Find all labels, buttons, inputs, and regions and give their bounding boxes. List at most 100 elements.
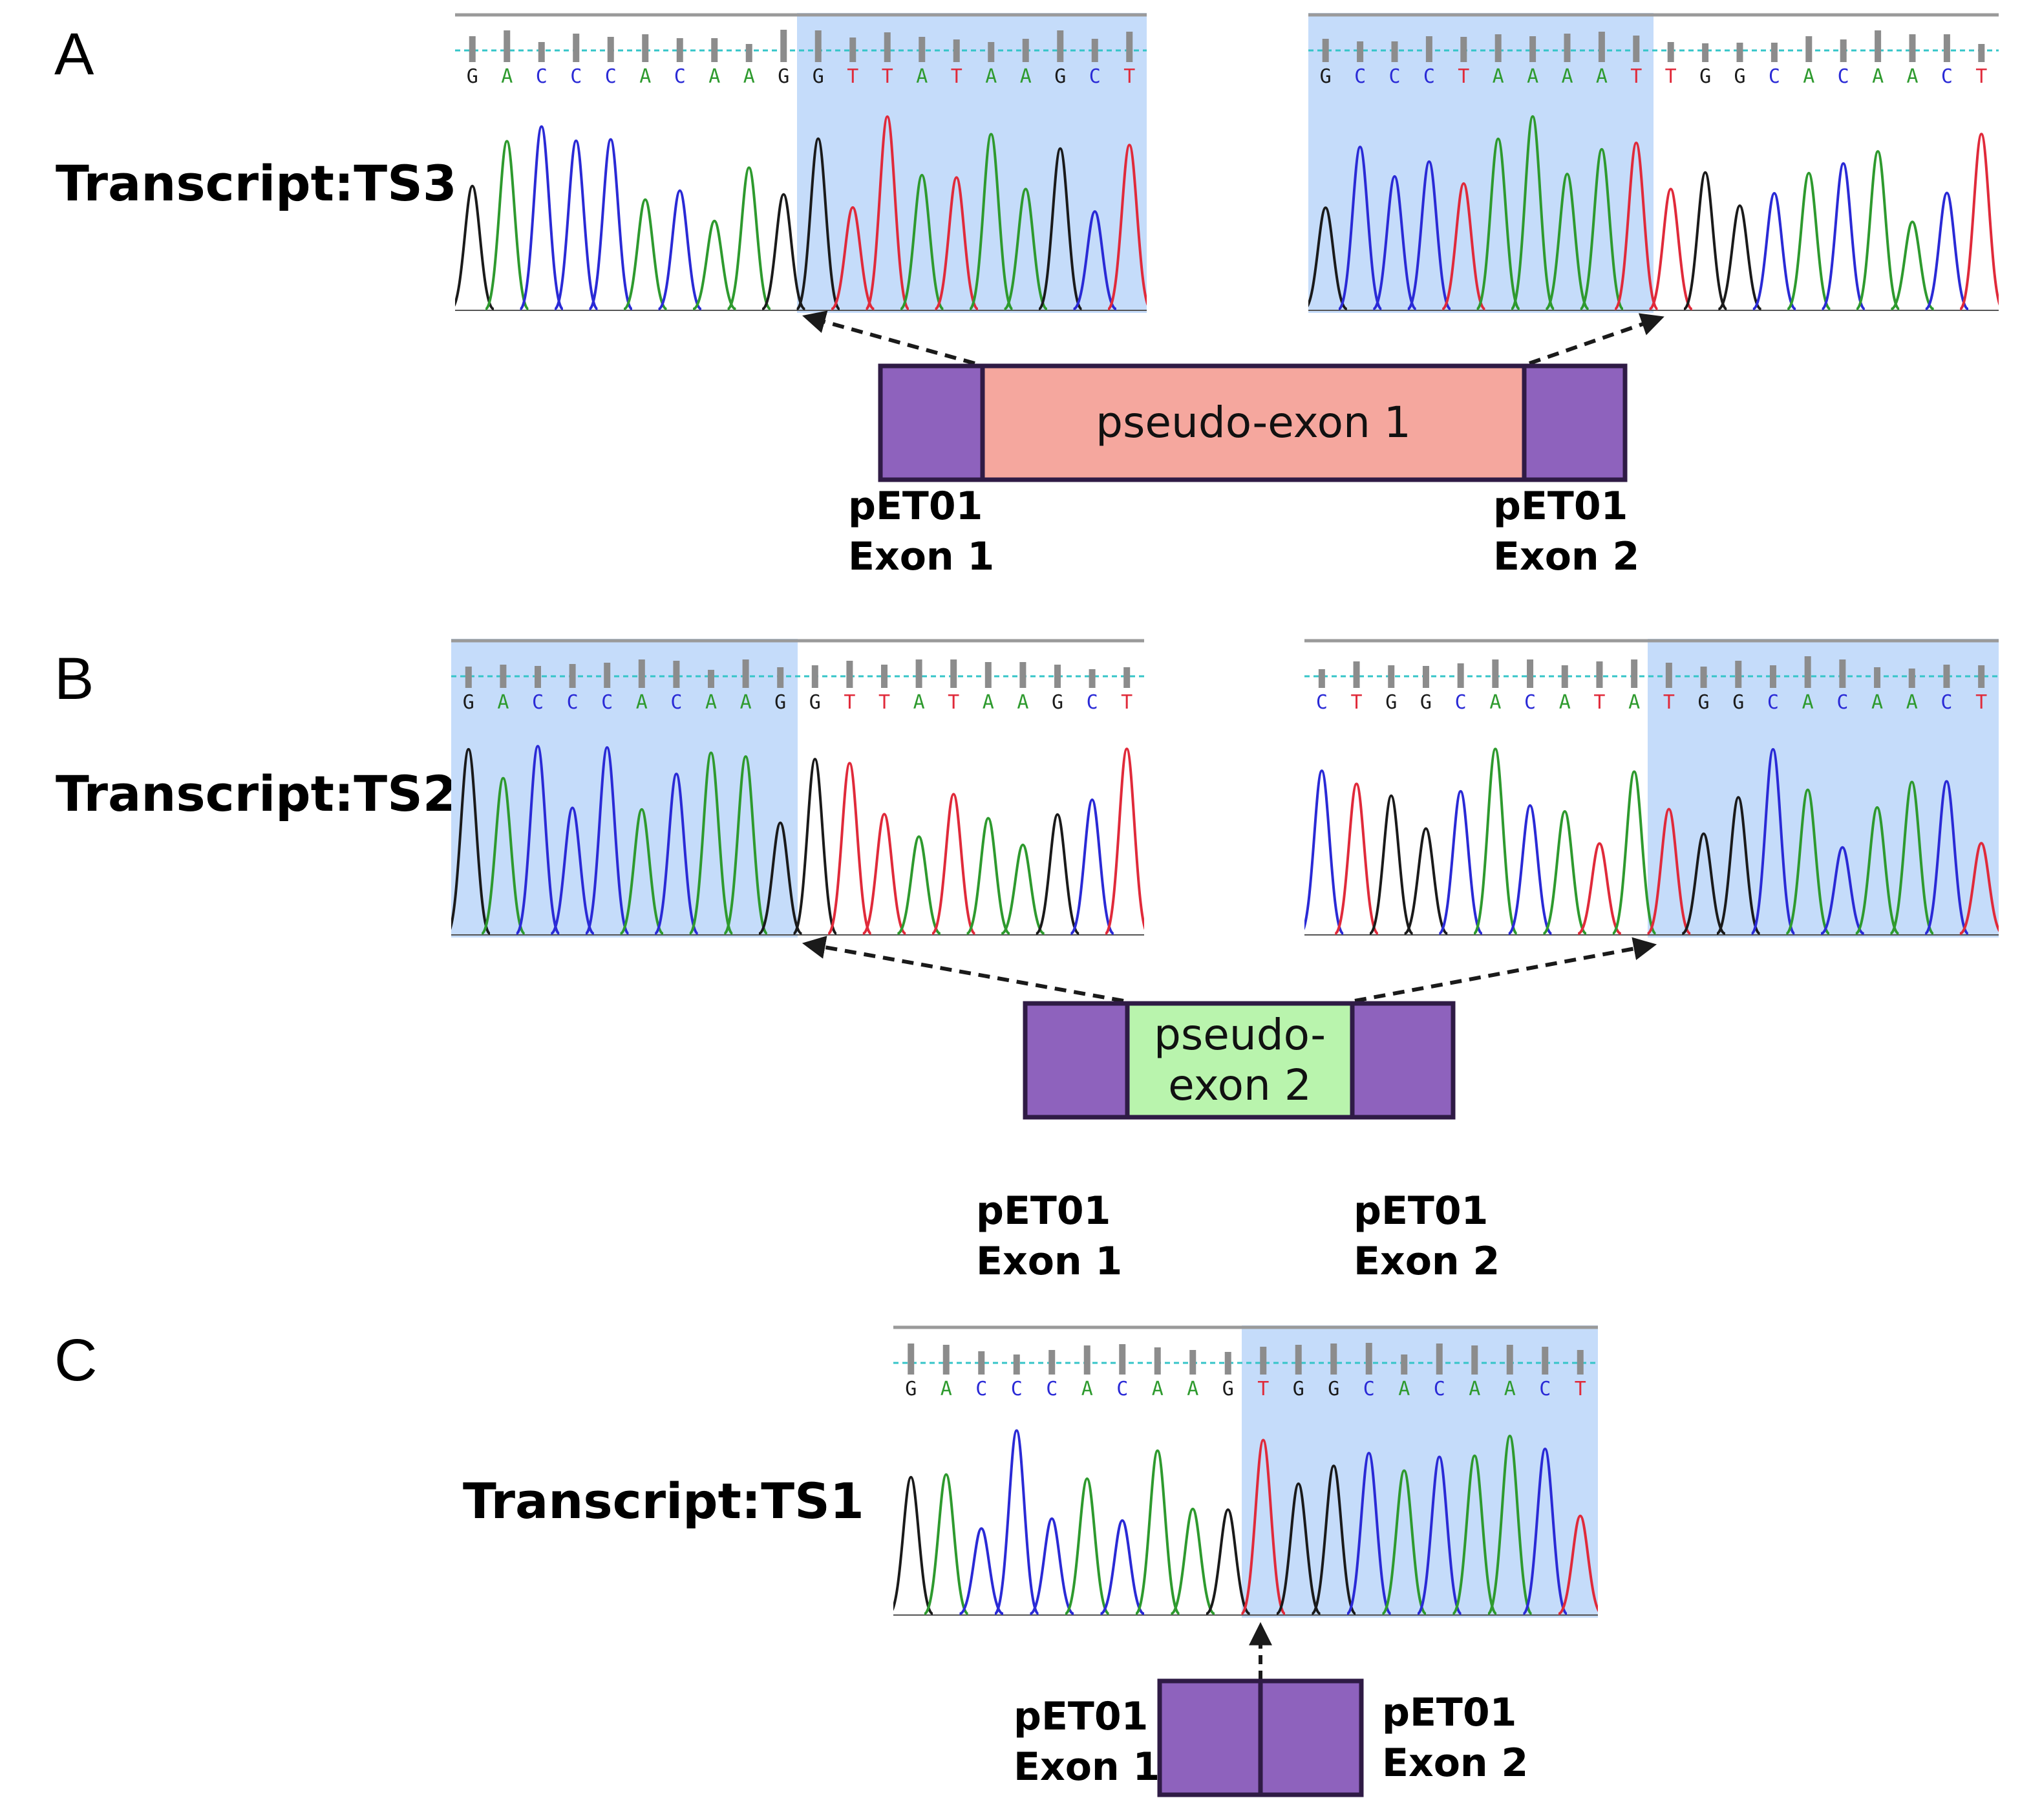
chromatogram-c-base-call: G — [1222, 1378, 1234, 1400]
chromatogram-a-right-peak — [1890, 220, 1935, 310]
exon-label-c-exon2-line2: Exon 2 — [1382, 1740, 1529, 1786]
chromatogram-a-left-peak — [795, 137, 841, 310]
chromatogram-b-left-quality-bar — [708, 670, 714, 688]
chromatogram-b-right-peak — [1473, 747, 1518, 935]
chromatogram-a-right-peak — [1475, 137, 1521, 310]
chromatogram-c-peak — [994, 1429, 1040, 1615]
chromatogram-b-right-base-call: G — [1385, 691, 1397, 714]
chromatogram-b-right-base-call: C — [1941, 691, 1952, 714]
chromatogram-b-right-quality-bar — [1318, 669, 1325, 688]
chromatogram-a-right-peak — [1579, 147, 1624, 310]
chromatogram-a-left-peak — [1037, 147, 1083, 310]
chromatogram-b-right-base-call: A — [1489, 691, 1501, 714]
chromatogram-b-right-quality-bar — [1908, 669, 1915, 688]
chromatogram-c-quality-bar — [1295, 1345, 1302, 1375]
chromatogram-b-left-quality-bar — [1123, 667, 1131, 688]
chromatogram-a-right-base-call: T — [1630, 65, 1642, 88]
chromatogram-b-right-quality-bar — [1422, 666, 1429, 688]
chromatogram-a-right-peak — [1683, 171, 1728, 310]
chromatogram-a-right-base-call: A — [1803, 65, 1814, 88]
chromatogram-b-left-quality-bar — [777, 667, 784, 688]
chromatogram-a-left-quality-bar — [780, 30, 787, 62]
chromatogram-a-right-peak — [1752, 191, 1797, 310]
chromatogram-a-right-peak — [1924, 191, 1970, 310]
chromatogram-b-left-quality-bar — [915, 659, 922, 688]
chromatogram-a-left-quality-bar — [745, 44, 752, 62]
chromatogram-b-right-quality-bar — [1978, 665, 1985, 688]
arrow-a-left — [802, 310, 975, 365]
chromatogram-a-left-base-call: A — [639, 65, 651, 88]
chromatogram-b-right-peak — [1889, 780, 1935, 935]
chromatogram-c-base-call: C — [975, 1378, 987, 1400]
chromatogram-a-left-peak — [934, 176, 979, 310]
chromatogram-c-quality-bar — [1260, 1347, 1267, 1375]
exon-label-c-exon2-line1: pET01 — [1382, 1690, 1517, 1735]
chromatogram-b-left-peak — [1070, 798, 1114, 935]
arrow-b-right — [1354, 937, 1657, 1003]
chromatogram-c-quality-bar — [1154, 1347, 1161, 1375]
chromatogram-a-right-base-call: G — [1320, 65, 1332, 88]
chromatogram-b-right-peak — [1542, 810, 1588, 935]
chromatogram-a-left-peak — [831, 206, 875, 310]
chromatogram-c-quality-bar — [1330, 1344, 1337, 1375]
chromatogram-b-right-base-call: A — [1906, 691, 1918, 714]
chromatogram-c-base-call: A — [1469, 1378, 1480, 1400]
chromatogram-c-base-call: G — [1328, 1378, 1339, 1400]
chromatogram-a-right-peak — [1787, 171, 1831, 310]
chromatogram-b-right-base-call: T — [1593, 691, 1605, 714]
exon-label-a-exon1: pET01 Exon 1 — [848, 481, 994, 582]
chromatogram-a-left-peak — [450, 184, 495, 310]
chromatogram-b-left-peak — [792, 758, 838, 935]
chromatogram-a-left-base-call: A — [1020, 65, 1032, 88]
chromatogram-a-right-quality-bar — [1702, 43, 1709, 62]
chromatogram-c-peak — [1100, 1519, 1145, 1615]
chromatogram-b-left-base-call: A — [705, 691, 717, 714]
chromatogram-a-right-quality-bar — [1840, 39, 1847, 62]
chromatogram-a-left-peak — [899, 173, 944, 310]
chromatogram-b-left-quality-bar — [846, 661, 853, 688]
chromatogram-a-right-quality-bar — [1805, 36, 1813, 62]
exon-box-b-exon2 — [1350, 1001, 1456, 1120]
chromatogram-a-right-quality-bar — [1633, 36, 1640, 62]
chromatogram-a-right-peak — [1613, 142, 1659, 310]
chromatogram-a-left-base-call: C — [536, 65, 548, 88]
chromatogram-a-right-base-call: A — [1527, 65, 1538, 88]
chromatogram-c-base-call: G — [1293, 1378, 1304, 1400]
exon-label-b-exon2-line1: pET01 — [1354, 1188, 1489, 1234]
chromatogram-a-right-quality-bar — [1460, 37, 1467, 62]
chromatogram-a-left-quality-bar — [814, 30, 822, 62]
chromatogram-b-right-peak — [1577, 842, 1622, 935]
chromatogram-a-left-base-call: C — [1089, 65, 1101, 88]
chromatogram-b-right-quality-bar — [1804, 656, 1811, 688]
chromatogram-b-left-peak — [480, 776, 526, 935]
transcript-label-ts3: Transcript:TS3 — [56, 155, 457, 212]
chromatogram-b-right-base-call: G — [1732, 691, 1744, 714]
chromatogram-b-left-quality-bar — [465, 667, 472, 688]
chromatogram-b-right-quality-bar — [1769, 665, 1776, 688]
chromatogram-b-left-base-call: T — [844, 691, 855, 714]
chromatogram-b-left-quality-bar — [984, 662, 992, 688]
chromatogram-b-right-base-call: G — [1698, 691, 1710, 714]
chromatogram-a-right-quality-bar — [1875, 30, 1882, 62]
chromatogram-c-peak — [1487, 1434, 1533, 1615]
chromatogram-b-right-base-call: C — [1767, 691, 1779, 714]
chromatogram-c-quality-bar — [1436, 1344, 1443, 1375]
chromatogram-b-right-quality-bar — [1839, 659, 1846, 688]
chromatogram-c-base-call: A — [941, 1378, 952, 1400]
chromatogram-a-right-peak — [1717, 204, 1762, 310]
chromatogram-c-quality-bar — [978, 1351, 985, 1375]
chromatogram-a-right-peak — [1303, 206, 1348, 310]
pseudo-exon-2-label-line2: exon 2 — [1168, 1060, 1312, 1110]
chromatogram-a-left-base-call: A — [916, 65, 928, 88]
chromatogram-c-quality-bar — [1401, 1354, 1408, 1375]
chromatogram-a-right-base-call: C — [1388, 65, 1400, 88]
exon-box-b-exon1 — [1023, 1001, 1130, 1120]
chromatogram-a-left-peak — [484, 140, 530, 310]
chromatogram-c-quality-bar — [1542, 1347, 1549, 1375]
chromatogram-a-left-quality-bar — [504, 30, 511, 62]
chromatogram-a-left-peak — [657, 189, 702, 310]
